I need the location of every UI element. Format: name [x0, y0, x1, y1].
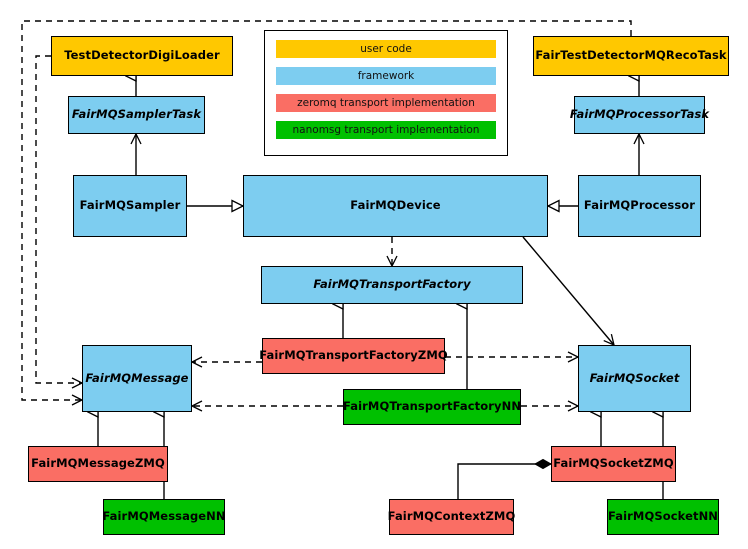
class-box-fairmqsocketzmq[interactable]: FairMQSocketZMQ	[551, 446, 676, 482]
class-box-testdetectordigiloader[interactable]: TestDetectorDigiLoader	[51, 36, 233, 76]
class-box-fairtestdetectormqrecotask[interactable]: FairTestDetectorMQRecoTask	[533, 36, 729, 76]
legend-item-zeromq: zeromq transport implementation	[276, 94, 496, 112]
edge-socketzmq-composes-contextzmq	[457, 464, 551, 499]
legend-item-framework: framework	[276, 67, 496, 85]
class-box-fairmqtransportfactory[interactable]: FairMQTransportFactory	[261, 266, 523, 304]
legend-item-nanomsg: nanomsg transport implementation	[276, 121, 496, 139]
class-box-fairmqsocket[interactable]: FairMQSocket	[578, 345, 691, 412]
class-box-fairmqsocketnn[interactable]: FairMQSocketNN	[607, 499, 719, 535]
class-box-fairmqmessagenn[interactable]: FairMQMessageNN	[102, 499, 226, 535]
class-box-fairmqdevice[interactable]: FairMQDevice	[243, 175, 548, 237]
class-box-fairmqsamplertask[interactable]: FairMQSamplerTask	[68, 96, 205, 134]
class-box-fairmqsampler[interactable]: FairMQSampler	[73, 175, 187, 237]
class-box-fairmqprocessortask[interactable]: FairMQProcessorTask	[570, 96, 709, 134]
edge-device-to-socket	[522, 236, 615, 347]
class-box-fairmqmessagezmq[interactable]: FairMQMessageZMQ	[28, 446, 168, 482]
legend-panel: user code framework zeromq transport imp…	[264, 30, 508, 156]
class-box-fairmqtransportfactorynn[interactable]: FairMQTransportFactoryNN	[343, 389, 521, 425]
class-box-fairmqprocessor[interactable]: FairMQProcessor	[578, 175, 701, 237]
legend-item-user-code: user code	[276, 40, 496, 58]
class-box-fairmqmessage[interactable]: FairMQMessage	[82, 345, 192, 412]
class-box-fairmqcontextzmq[interactable]: FairMQContextZMQ	[388, 499, 515, 535]
class-box-fairmqtransportfactoryzmq[interactable]: FairMQTransportFactoryZMQ	[259, 338, 448, 374]
